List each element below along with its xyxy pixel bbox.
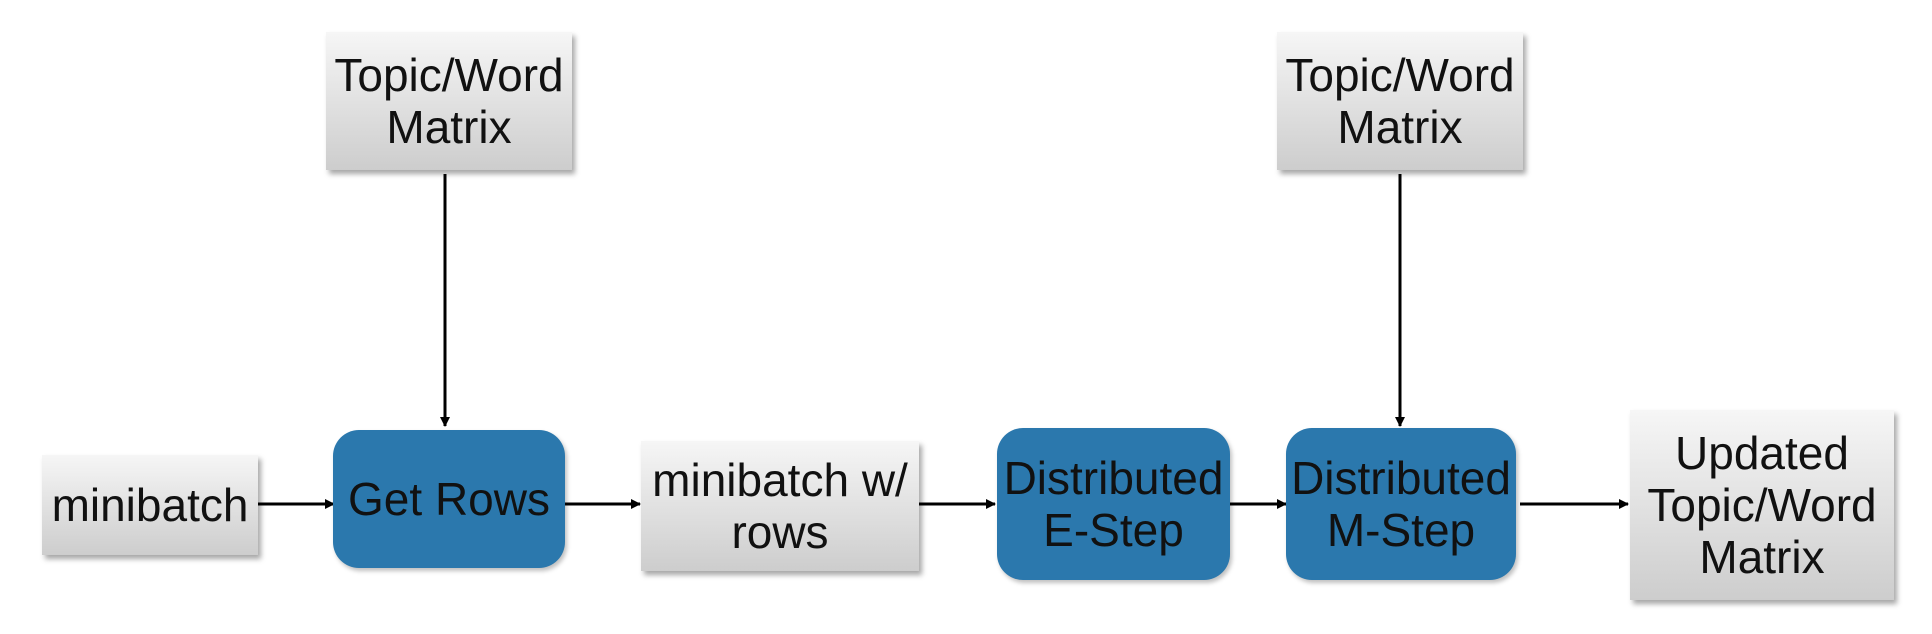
distributed-m-step: Distributed M-Step bbox=[1286, 428, 1516, 580]
minibatch-with-rows-node: minibatch w/ rows bbox=[641, 441, 919, 571]
get-rows-step: Get Rows bbox=[333, 430, 565, 568]
distributed-e-step: Distributed E-Step bbox=[997, 428, 1230, 580]
topic-word-matrix-input-2: Topic/Word Matrix bbox=[1277, 32, 1523, 170]
updated-topic-word-matrix-output: Updated Topic/Word Matrix bbox=[1630, 410, 1894, 600]
minibatch-node: minibatch bbox=[42, 455, 258, 555]
topic-word-matrix-input-1: Topic/Word Matrix bbox=[326, 32, 572, 170]
